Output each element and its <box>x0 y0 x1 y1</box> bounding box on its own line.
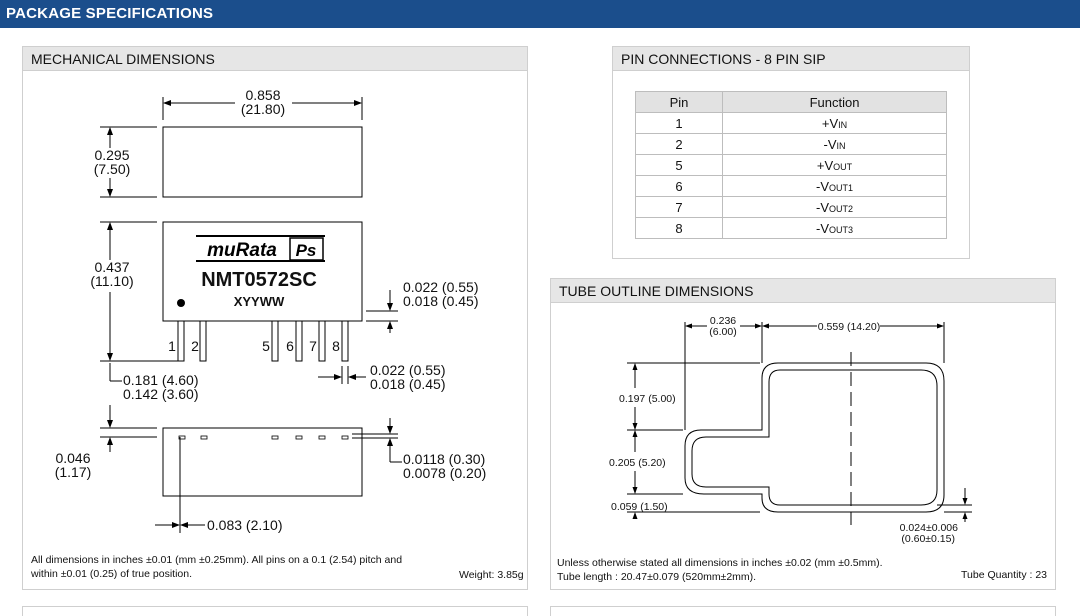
table-header-row: Pin Function <box>635 91 947 113</box>
tube-dim-6-in: 0.024±0.006 <box>900 522 958 534</box>
mechanical-drawing: muRata Ps 0.858 (21.80) 0.295 (7.50) 0.4… <box>55 87 486 533</box>
table-row: 8-VOUT3 <box>635 217 947 239</box>
tube-dim-5: 0.059 (1.50) <box>611 501 668 513</box>
date-code: XYYWW <box>234 294 285 309</box>
tube-note: Unless otherwise stated all dimensions i… <box>557 557 883 569</box>
pin-cell: 7 <box>635 196 723 218</box>
table-row: 2-VIN <box>635 133 947 155</box>
side-view-body <box>162 427 363 497</box>
function-cell: +VOUT <box>722 154 947 176</box>
section-title: PACKAGE SPECIFICATIONS <box>6 5 214 22</box>
col-pin: Pin <box>635 91 723 113</box>
next-panel-left <box>22 606 528 616</box>
tube-dim-2: 0.559 (14.20) <box>818 321 880 333</box>
function-cell: +VIN <box>722 112 947 134</box>
logo-ps: Ps <box>296 241 317 260</box>
pin-label: 7 <box>309 338 317 354</box>
function-cell: -VOUT3 <box>722 217 947 239</box>
pin-label: 8 <box>332 338 340 354</box>
pin-thickness-2: 0.018 (0.45) <box>403 293 479 309</box>
width-mm: (21.80) <box>241 101 285 117</box>
part-number: NMT0572SC <box>201 269 317 291</box>
section-header: PACKAGE SPECIFICATIONS <box>0 0 1080 28</box>
pin-width-1: 0.022 (0.55) <box>370 362 446 378</box>
pin-cell: 5 <box>635 154 723 176</box>
mechanical-dimensions-panel: MECHANICAL DIMENSIONS All dimensions in … <box>22 46 528 590</box>
panel-header: MECHANICAL DIMENSIONS <box>23 47 527 71</box>
panel-title: MECHANICAL DIMENSIONS <box>31 51 215 67</box>
body-height-in: 0.437 <box>94 259 129 275</box>
pin <box>177 320 185 362</box>
front-view-body <box>162 221 363 322</box>
lead-thickness-2: 0.0078 (0.20) <box>403 465 486 481</box>
pin <box>341 320 349 362</box>
weight-label: Weight: 3.85g <box>459 569 524 581</box>
dimensions-note: All dimensions in inches ±0.01 (mm ±0.25… <box>31 554 403 580</box>
tube-dim-6-mm: (0.60±0.15) <box>901 533 955 545</box>
pin-label: 2 <box>191 338 199 354</box>
tube-length: Tube length : 20.47±0.079 (520mm±2mm). <box>557 571 757 583</box>
pin-table: Pin Function 1+VIN 2-VIN 5+VOUT 6-VOUT1 … <box>635 91 947 239</box>
pin-connections-panel: PIN CONNECTIONS - 8 PIN SIP Pin Function… <box>612 46 970 259</box>
body-height-mm: (11.10) <box>90 273 133 289</box>
pin1-marker <box>177 299 185 307</box>
side-height-mm: (1.17) <box>55 464 92 480</box>
murata-logo: muRata Ps <box>196 235 325 262</box>
pin-label: 6 <box>286 338 294 354</box>
pin <box>199 320 207 362</box>
tube-dim-4: 0.205 (5.20) <box>609 457 666 469</box>
tube-drawing: 0.236 (6.00) 0.559 (14.20) 0.197 (5.00) … <box>609 315 972 545</box>
tube-dim-1-in: 0.236 <box>710 315 736 327</box>
pin-thickness-1: 0.022 (0.55) <box>403 279 479 295</box>
side-height-in: 0.046 <box>55 450 90 466</box>
pin-cell: 1 <box>635 112 723 134</box>
top-view-body <box>162 126 363 198</box>
pin-length-1: 0.181 (4.60) <box>123 372 199 388</box>
table-row: 7-VOUT2 <box>635 196 947 218</box>
pin <box>271 320 279 362</box>
panel-header: TUBE OUTLINE DIMENSIONS <box>551 279 1055 303</box>
pin-label: 5 <box>262 338 270 354</box>
pin-width-2: 0.018 (0.45) <box>370 376 446 392</box>
lead-thickness-1: 0.0118 (0.30) <box>403 451 485 467</box>
top-height-mm: (7.50) <box>94 161 131 177</box>
pin-cell: 6 <box>635 175 723 197</box>
top-height-in: 0.295 <box>94 147 129 163</box>
next-panel-right <box>550 606 1056 616</box>
pin <box>295 320 303 362</box>
col-function: Function <box>722 91 947 113</box>
panel-title: PIN CONNECTIONS - 8 PIN SIP <box>621 51 826 67</box>
pin <box>318 320 326 362</box>
tube-dim-3: 0.197 (5.00) <box>619 393 676 405</box>
tube-dim-1-mm: (6.00) <box>709 326 736 338</box>
table-row: 5+VOUT <box>635 154 947 176</box>
pin-cell: 2 <box>635 133 723 155</box>
tube-quantity: Tube Quantity : 23 <box>961 569 1047 581</box>
function-cell: -VOUT2 <box>722 196 947 218</box>
panel-title: TUBE OUTLINE DIMENSIONS <box>559 283 754 299</box>
pin-length-2: 0.142 (3.60) <box>123 386 199 402</box>
width-in: 0.858 <box>245 87 280 103</box>
lead-offset: 0.083 (2.10) <box>207 517 283 533</box>
logo-text: muRata <box>207 240 277 261</box>
function-cell: -VIN <box>722 133 947 155</box>
table-row: 6-VOUT1 <box>635 175 947 197</box>
table-row: 1+VIN <box>635 112 947 134</box>
pin-cell: 8 <box>635 217 723 239</box>
pin-label: 1 <box>168 338 176 354</box>
function-cell: -VOUT1 <box>722 175 947 197</box>
panel-header: PIN CONNECTIONS - 8 PIN SIP <box>613 47 969 71</box>
